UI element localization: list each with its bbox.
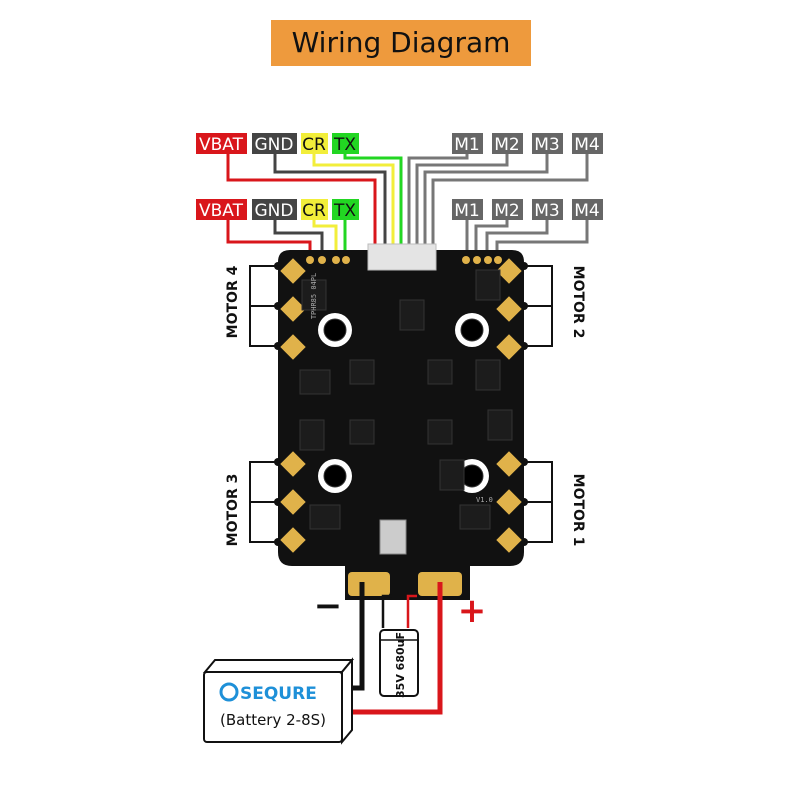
motor-2-label: MOTOR 2 [570, 266, 586, 339]
m1-label: M1 [454, 135, 479, 155]
esc-board: TPHR85 04PL V1.0 [278, 243, 524, 600]
capacitor: 35V 680uF [379, 629, 419, 698]
mosfets [299, 269, 513, 530]
cr-label: CR [302, 135, 326, 155]
battery: SEQURE (Battery 2-8S) [202, 657, 355, 745]
label-row-1: VBAT GND CR TX M1 M2 M3 M4 [196, 133, 603, 155]
title-banner: Wiring Diagram [271, 20, 531, 66]
cr-label: CR [302, 201, 326, 221]
tx-label: TX [333, 201, 356, 221]
motor-brackets [249, 265, 553, 543]
motor-1-label: MOTOR 1 [570, 474, 586, 547]
sequre-logo-icon [219, 682, 239, 702]
vbat-label: VBAT [199, 201, 244, 221]
positive-sign: + [458, 591, 487, 631]
battery-brand: SEQURE [240, 684, 317, 704]
solder-pads [280, 256, 522, 596]
capacitor-label: 35V 680uF [394, 632, 407, 698]
m3-label: M3 [534, 201, 559, 221]
title: Wiring Diagram [292, 26, 511, 59]
battery-label: (Battery 2-8S) [220, 711, 326, 729]
vbat-label: VBAT [199, 135, 244, 155]
label-row-2: VBAT GND CR TX M1 M2 M3 M4 [196, 199, 603, 221]
m4-label: M4 [574, 201, 599, 221]
tx-label: TX [333, 135, 356, 155]
m2-label: M2 [494, 135, 519, 155]
wires-row-1 [226, 152, 589, 246]
m1-label: M1 [454, 201, 479, 221]
mosfet-label: TPHR85 04PL [310, 273, 318, 319]
board-version: V1.0 [476, 496, 493, 504]
negative-sign: − [314, 586, 343, 626]
m4-label: M4 [574, 135, 599, 155]
motor-4-label: MOTOR 4 [225, 265, 241, 338]
gnd-label: GND [255, 135, 294, 155]
m2-label: M2 [494, 201, 519, 221]
inductor [379, 519, 407, 555]
gnd-label: GND [255, 201, 294, 221]
m3-label: M3 [534, 135, 559, 155]
connector-socket [367, 243, 437, 271]
motor-3-label: MOTOR 3 [225, 474, 241, 547]
